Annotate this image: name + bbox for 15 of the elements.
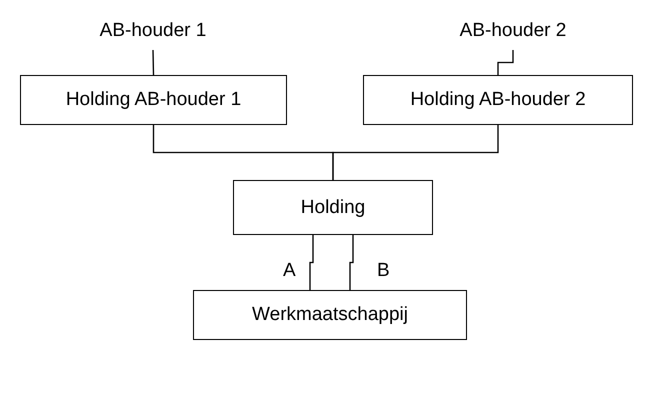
entity-box [363,75,633,125]
entity-name: Holding AB-houder 1 [66,89,242,111]
connector-line [349,235,354,290]
connector-line [332,125,499,180]
entity-name: Werkmaatschappij [252,304,408,326]
entity-name: Holding [300,196,366,218]
shareholder-label: AB-houder 1 [100,20,206,42]
shareholder-label: AB-houder 2 [460,20,566,42]
entity-box [193,290,467,340]
entity-name: Holding AB-houder 2 [410,89,586,111]
entity-box [20,75,287,125]
entity-box [233,180,433,235]
connector-line [309,235,314,290]
connector-line [152,50,154,76]
connector-line [497,50,514,75]
